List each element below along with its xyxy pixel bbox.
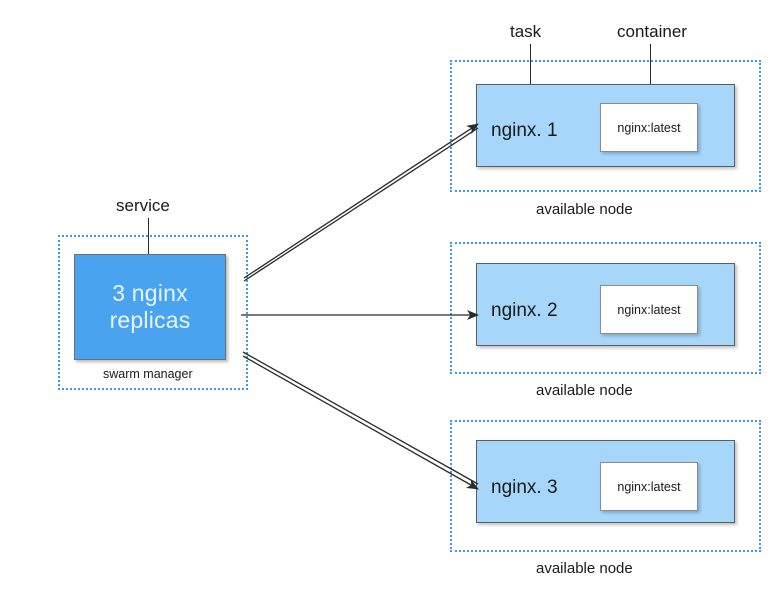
- task-label-3: nginx. 3: [491, 477, 558, 498]
- callout-label-container: container: [617, 22, 687, 41]
- service-box-text: 3 nginx replicas: [110, 280, 191, 334]
- leader-line-container: [650, 44, 651, 102]
- container-label-1: nginx:latest: [617, 120, 681, 135]
- swarm-manager-caption: swarm manager: [103, 367, 193, 381]
- task-label-2: nginx. 2: [491, 300, 558, 321]
- container-label-3: nginx:latest: [617, 479, 681, 494]
- service-text-line2: replicas: [109, 307, 191, 333]
- arrow-service-to-node-3: [242, 351, 479, 490]
- callout-label-service: service: [116, 196, 170, 215]
- container-box-3[interactable]: nginx:latest: [600, 462, 698, 511]
- container-box-1[interactable]: nginx:latest: [600, 103, 698, 152]
- callout-label-task: task: [510, 22, 542, 41]
- container-box-2[interactable]: nginx:latest: [600, 285, 698, 334]
- arrow-service-to-node-1: [243, 123, 479, 282]
- service-box[interactable]: 3 nginx replicas: [74, 254, 226, 360]
- available-node-caption-3: available node: [536, 560, 633, 577]
- container-label-2: nginx:latest: [617, 302, 681, 317]
- available-node-caption-1: available node: [536, 201, 633, 218]
- available-node-caption-2: available node: [536, 382, 633, 399]
- available-node-region-2: [450, 242, 761, 374]
- swarm-manager-region: [58, 235, 248, 390]
- leader-line-service: [148, 218, 149, 286]
- task-label-1: nginx. 1: [491, 120, 558, 141]
- service-text-line1: 3 nginx: [112, 280, 188, 306]
